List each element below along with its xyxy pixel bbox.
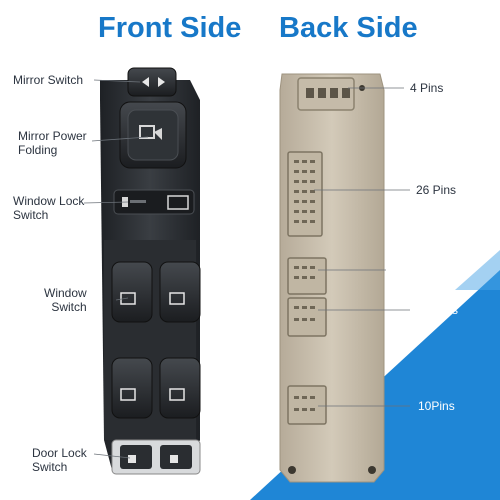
door-lock-switch-label-line-1: Door Lock (32, 446, 87, 460)
window-switch-label: Window Switch (44, 286, 87, 314)
window-switch-2 (159, 261, 201, 323)
front-side-heading: Front Side (98, 12, 242, 44)
mirror-power-folding-label-line-1: Mirror Power (18, 129, 87, 143)
front-switch-panel (100, 67, 201, 475)
front-leader-lines (83, 79, 149, 459)
window-switch-label-line-1: Window (44, 286, 87, 300)
window-lock-switch-label: Window Lock Switch (13, 194, 84, 222)
pins-12-label: 12 Pins (418, 303, 459, 317)
connector-12-pins (287, 297, 327, 337)
pins-10-label-a: 10 Pins (392, 263, 433, 277)
mirror-power-folding-label: Mirror Power Folding (18, 129, 87, 157)
window-lock-switch-label-line-1: Window Lock (13, 194, 85, 208)
window-switch-3 (111, 357, 153, 419)
window-switch-1 (111, 261, 153, 323)
back-side-heading: Back Side (279, 12, 418, 44)
connector-10-pins-b (287, 385, 327, 425)
connector-26-pins (287, 151, 323, 237)
pins-26-label: 26 Pins (416, 183, 457, 197)
pins-10-label-b: 10Pins (418, 399, 455, 413)
back-housing (279, 73, 385, 483)
door-lock-switch-label: Door Lock Switch (32, 446, 87, 474)
window-switch-4 (159, 357, 201, 419)
pins-4-label: 4 Pins (410, 81, 444, 95)
door-lock-switch-label-line-2: Switch (32, 460, 68, 474)
blue-accent-right-light (455, 250, 500, 290)
window-switch-label-line-2: Switch (51, 300, 87, 314)
mirror-switch-label: Mirror Switch (13, 73, 84, 87)
mirror-switch (127, 67, 177, 97)
window-lock-switch-label-line-2: Switch (13, 208, 49, 222)
back-leader-lines (314, 87, 410, 407)
mirror-power-folding-label-line-2: Folding (18, 143, 58, 157)
